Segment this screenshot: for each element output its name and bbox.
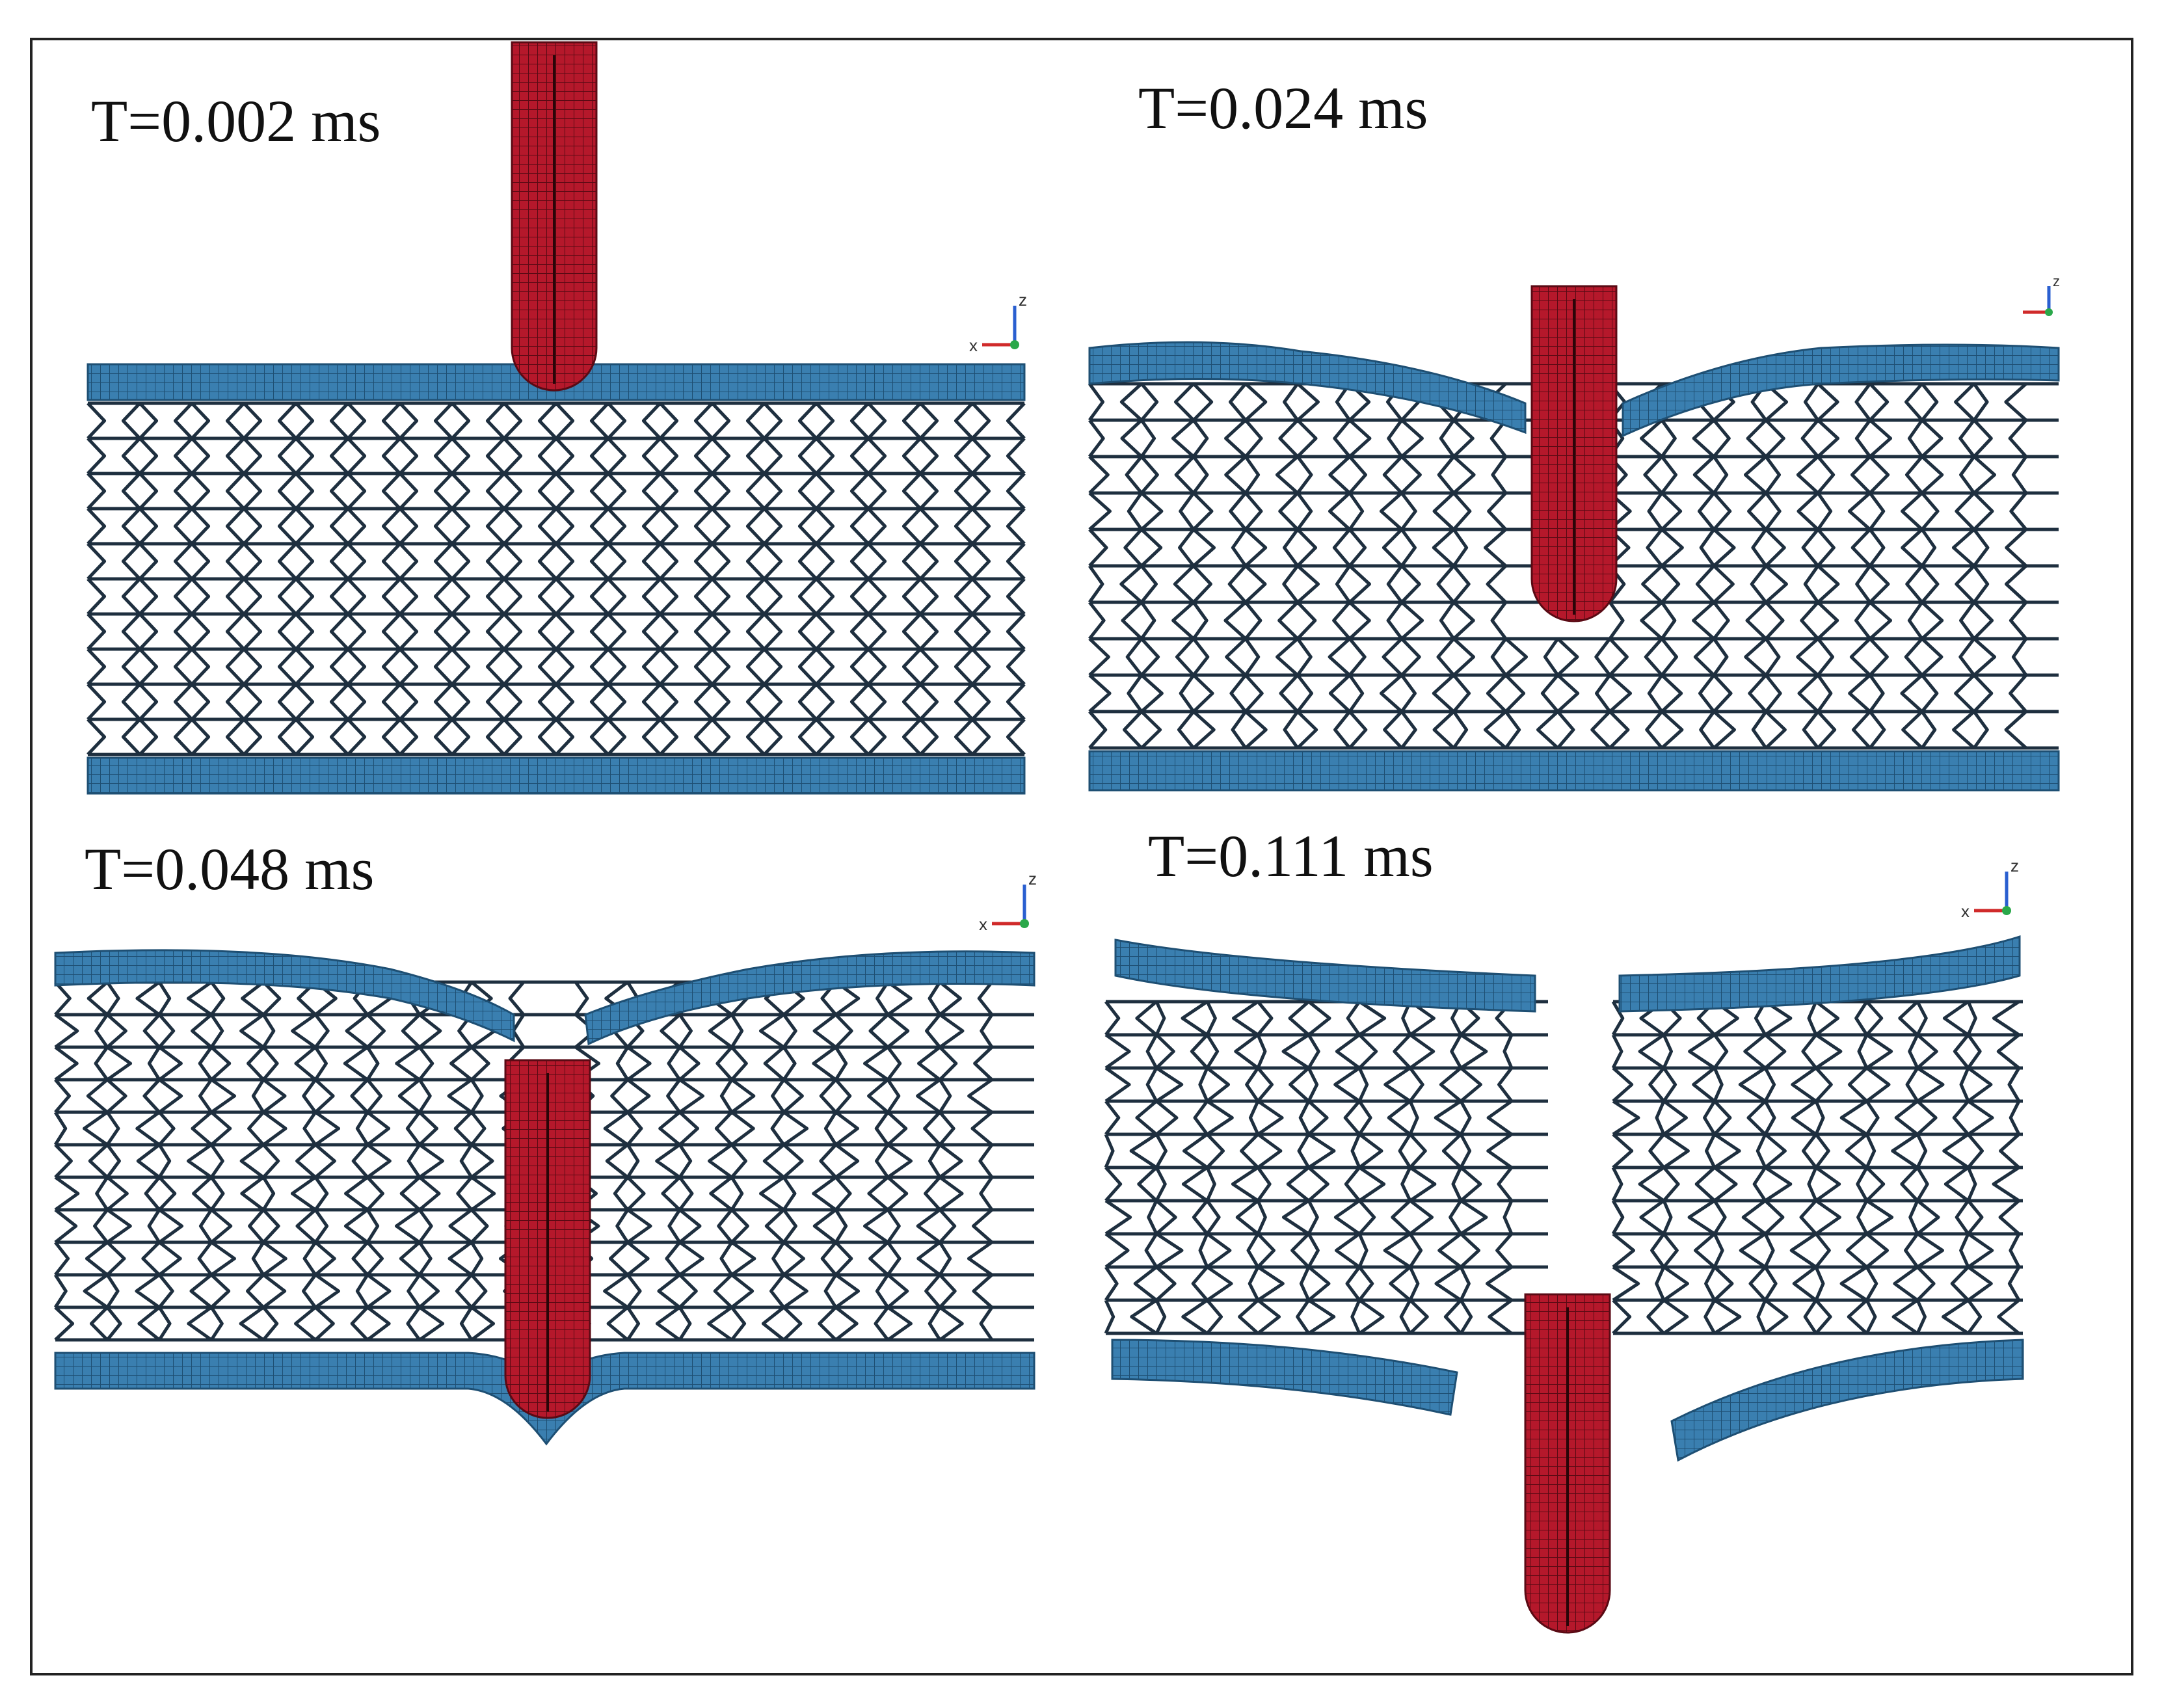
- top-face-sheet-right: [584, 950, 1035, 1046]
- top-face-sheet-right: [1618, 935, 2021, 1013]
- axis-triad-panel-3: z x: [979, 869, 1037, 934]
- panel-3-time-label: T=0.048 ms: [85, 836, 375, 902]
- panel-3-simulation: [53, 949, 1035, 1446]
- bottom-face-sheet: [1088, 750, 2060, 792]
- auxetic-core-lattice: [53, 980, 1034, 1342]
- panel-1-simulation: [87, 41, 1026, 795]
- axis-triad-panel-1: z x: [969, 290, 1027, 355]
- panel-4-time-label: T=0.111 ms: [1148, 823, 1434, 889]
- panel-1-time-label: T=0.002 ms: [91, 88, 381, 154]
- axis-z-label: z: [1028, 869, 1037, 888]
- axis-triad-panel-4: z x: [1961, 856, 2019, 921]
- auxetic-core-lattice: [1104, 1000, 1548, 1335]
- bottom-face-sheet-right: [1670, 1339, 2024, 1462]
- axis-x-label: x: [979, 914, 987, 934]
- axis-z-label: z: [2053, 273, 2060, 289]
- axis-x-label: x: [1961, 901, 1970, 921]
- axis-z-label: z: [1019, 290, 1027, 310]
- top-face-sheet-right: [1622, 343, 2060, 438]
- top-face-sheet-left: [1088, 341, 1527, 434]
- auxetic-core-lattice: [1611, 1000, 2023, 1335]
- axis-z-label: z: [2010, 856, 2019, 875]
- top-face-sheet-left: [54, 949, 515, 1043]
- bottom-face-sheet-left: [1111, 1339, 1458, 1416]
- auxetic-core-lattice: [87, 401, 1026, 756]
- panel-2-simulation: [1088, 285, 2060, 792]
- panel-4-simulation: [1104, 935, 2024, 1634]
- axis-x-label: x: [969, 336, 978, 355]
- bottom-face-sheet: [87, 756, 1026, 795]
- axis-triad-panel-2: z: [2023, 273, 2060, 316]
- panel-2-time-label: T=0.024 ms: [1138, 75, 1428, 141]
- top-face-sheet-left: [1114, 939, 1536, 1013]
